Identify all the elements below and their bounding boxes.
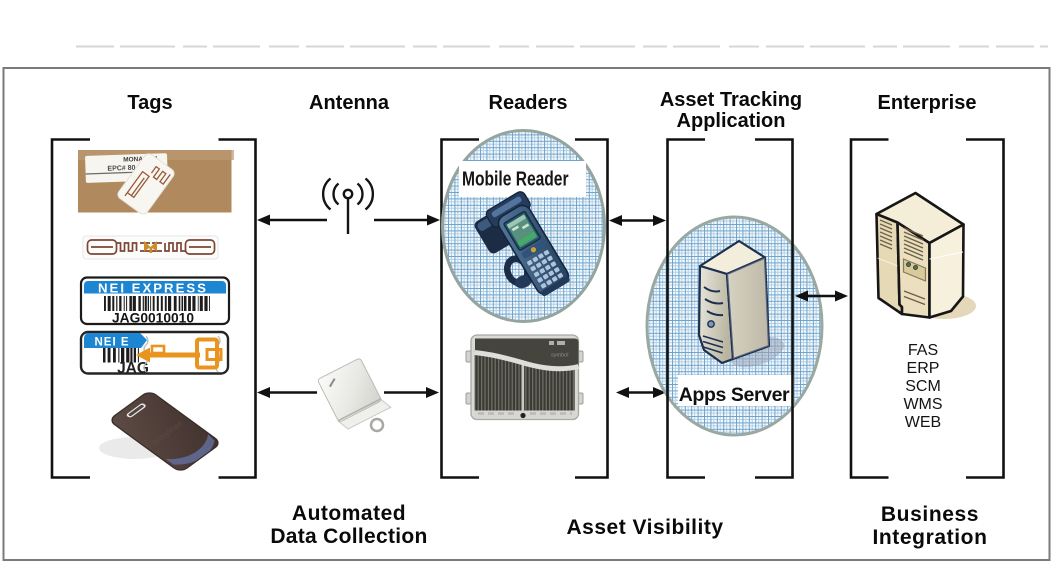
svg-text:Apps Server: Apps Server [679, 384, 790, 406]
svg-text:Automated: Automated [292, 502, 406, 525]
svg-text:Application: Application [677, 110, 786, 132]
svg-text:Readers: Readers [489, 92, 568, 114]
svg-text:MONARCH: MONARCH [123, 155, 157, 163]
svg-text:JAG: JAG [117, 360, 149, 377]
svg-text:NEI EXPRESS: NEI EXPRESS [98, 281, 208, 296]
svg-text:symbol: symbol [551, 353, 568, 359]
svg-text:WMS: WMS [903, 396, 942, 413]
svg-text:ERP: ERP [907, 360, 940, 377]
svg-text:SCM: SCM [905, 378, 941, 395]
svg-text:Asset Tracking: Asset Tracking [660, 89, 802, 111]
svg-text:Mobile Reader: Mobile Reader [462, 168, 569, 190]
svg-text:Data Collection: Data Collection [270, 525, 427, 548]
svg-text:EPC# 80: EPC# 80 [107, 165, 135, 173]
svg-text:Business: Business [881, 503, 979, 526]
svg-text:Asset Visibility: Asset Visibility [566, 516, 723, 539]
svg-text:NEI E: NEI E [94, 337, 129, 349]
svg-text:Tags: Tags [127, 92, 172, 114]
svg-text:Enterprise: Enterprise [878, 92, 977, 114]
svg-text:Integration: Integration [872, 526, 987, 549]
svg-text:Antenna: Antenna [309, 92, 390, 114]
svg-text:WEB: WEB [905, 414, 941, 431]
svg-text:JAG0010010: JAG0010010 [112, 311, 194, 326]
svg-text:FAS: FAS [908, 342, 938, 359]
